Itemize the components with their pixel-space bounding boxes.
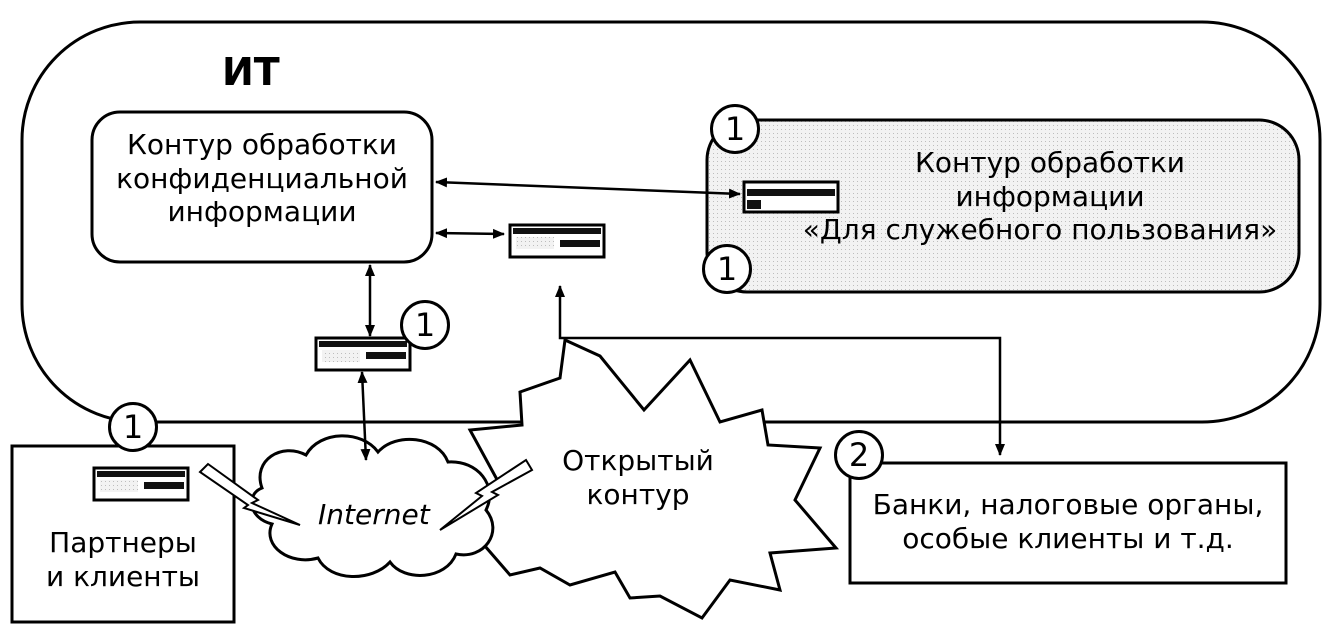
banks-line: Банки, налоговые органы, bbox=[872, 488, 1264, 521]
banks-line: особые клиенты и т.д. bbox=[902, 521, 1234, 555]
partners-label: Партнеры и клиенты bbox=[12, 526, 234, 593]
badge-one: 1 bbox=[702, 244, 752, 294]
badge-one: 1 bbox=[108, 402, 158, 452]
badge-two: 2 bbox=[834, 430, 884, 480]
security-device-icon bbox=[508, 223, 606, 259]
arrow-conf-device bbox=[435, 228, 505, 239]
badge-one: 1 bbox=[400, 300, 450, 350]
confidential-line: информации bbox=[167, 195, 357, 229]
internet-cloud bbox=[250, 434, 495, 578]
badge-one: 1 bbox=[710, 104, 760, 154]
internet-label: Internet bbox=[318, 498, 430, 531]
partners-line: и клиенты bbox=[45, 559, 201, 593]
arrow-device-banks bbox=[555, 285, 1005, 456]
banks-label: Банки, налоговые органы, особые клиенты … bbox=[854, 488, 1282, 555]
partners-line: Партнеры bbox=[49, 526, 197, 559]
dsp-label: Контур обработки информации «Для служебн… bbox=[800, 146, 1300, 247]
dsp-line: «Для служебного пользования» bbox=[802, 213, 1278, 247]
confidential-line: конфиденциальной bbox=[116, 161, 408, 195]
wireless-link-icon bbox=[198, 462, 301, 526]
confidential-box bbox=[90, 110, 434, 264]
security-device-icon bbox=[314, 336, 412, 372]
open-zone-line: контур bbox=[586, 477, 690, 511]
wireless-link-icon bbox=[439, 458, 534, 531]
it-zone-title: ИТ bbox=[222, 50, 280, 94]
arrow-conf-dsp bbox=[435, 177, 741, 199]
dsp-line: информации bbox=[955, 179, 1145, 213]
confidential-line: Контур обработки bbox=[126, 128, 398, 161]
confidential-label: Контур обработки конфиденциальной информ… bbox=[92, 128, 432, 229]
dsp-line: Контур обработки bbox=[914, 146, 1186, 179]
open-zone-line: Открытый bbox=[562, 444, 714, 477]
security-device-icon bbox=[92, 466, 190, 502]
banks-box bbox=[848, 461, 1288, 585]
open-zone-label: Открытый контур bbox=[548, 444, 728, 511]
arrow-gateway-internet bbox=[357, 371, 371, 461]
security-device-icon bbox=[742, 180, 840, 214]
